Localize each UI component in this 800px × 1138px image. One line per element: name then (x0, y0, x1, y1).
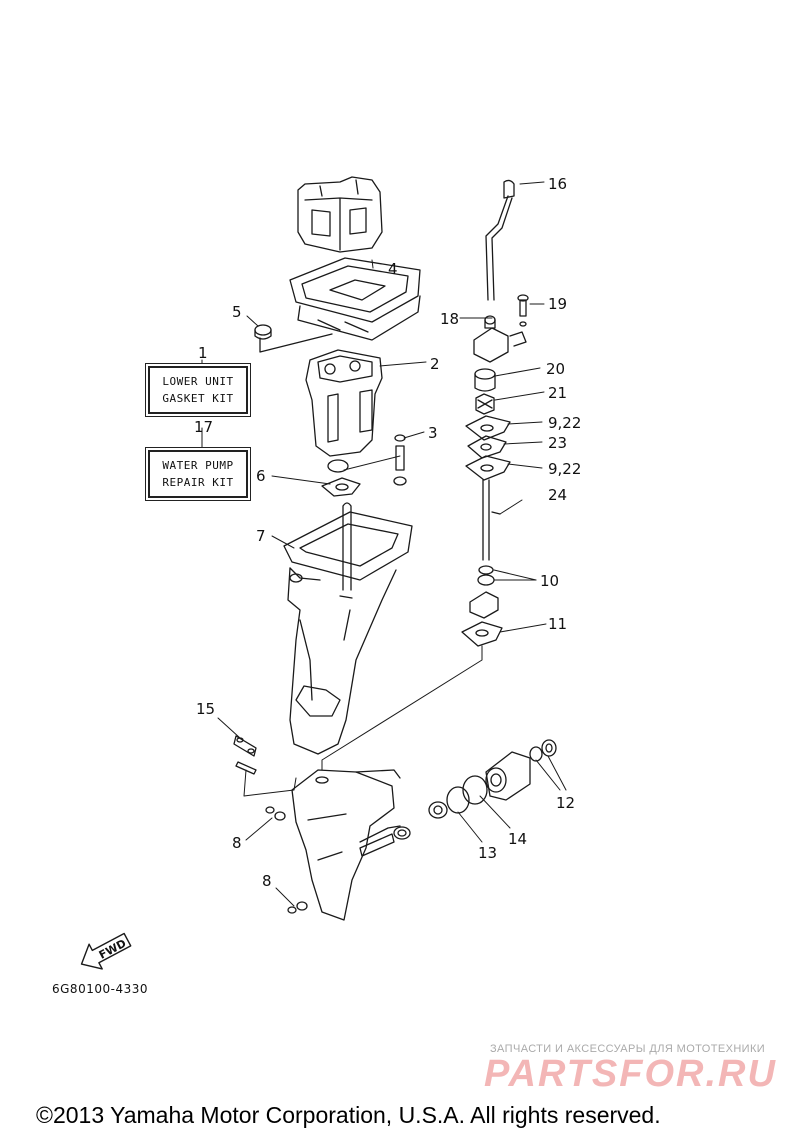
callout-19: 19 (548, 295, 567, 313)
drive-shaft-housing-drawing (283, 502, 413, 755)
callout-4: 4 (388, 260, 398, 278)
callout-10: 10 (540, 572, 559, 590)
kit-line-1: LOWER UNIT (162, 375, 234, 388)
callout-9-22-lower: 9,22 (548, 460, 581, 478)
gasket-plate-drawing (289, 257, 421, 341)
callout-21: 21 (548, 384, 567, 402)
callout-15: 15 (196, 700, 215, 718)
water-pump-assembly-drawing (461, 179, 529, 647)
lower-unit-gasket-kit-box: LOWER UNIT GASKET KIT (148, 366, 248, 414)
callout-2: 2 (430, 355, 440, 373)
callout-5: 5 (232, 303, 242, 321)
callout-11: 11 (548, 615, 567, 633)
callout-3: 3 (428, 424, 438, 442)
callout-12: 12 (556, 794, 575, 812)
callout-9-22-upper: 9,22 (548, 414, 581, 432)
part-5-drawing (254, 324, 333, 353)
watermark-logo: PARTSFOR.RU (484, 1053, 777, 1095)
kit-line-2: REPAIR KIT (162, 476, 234, 489)
propeller-shaft-drawing (359, 739, 557, 857)
kit-line-1: WATER PUMP (162, 459, 234, 472)
callout-13: 13 (478, 844, 497, 862)
callout-18: 18 (440, 310, 459, 328)
diagram-code: 6G80100-4330 (52, 982, 148, 996)
callout-14: 14 (508, 830, 527, 848)
callout-6: 6 (256, 467, 266, 485)
callout-17: 17 (194, 418, 213, 436)
kit-line-2: GASKET KIT (162, 392, 234, 405)
leader-lines (201, 181, 567, 907)
fwd-label: FWD (97, 937, 129, 962)
callout-23: 23 (548, 434, 567, 452)
part-6-drawing (321, 459, 361, 497)
copyright-notice: ©2013 Yamaha Motor Corporation, U.S.A. A… (36, 1102, 661, 1128)
callout-labels: 1 2 3 4 5 6 7 8 8 9,22 9,22 10 11 12 13 … (194, 175, 581, 890)
fwd-arrow-icon: FWD (80, 932, 132, 970)
water-pump-repair-kit-box: WATER PUMP REPAIR KIT (148, 450, 248, 498)
callout-7: 7 (256, 527, 266, 545)
watermark-tagline: ЗАПЧАСТИ И АКСЕССУАРЫ ДЛЯ МОТОТЕХНИКИ (490, 1043, 766, 1055)
lower-casing-drawing (291, 769, 401, 921)
callout-1: 1 (198, 344, 208, 362)
upper-casing-drawing (297, 176, 383, 253)
part-3-drawing (393, 434, 407, 486)
assembly-guide-lines (243, 455, 483, 797)
callout-8-lower: 8 (262, 872, 272, 890)
part-8-lower-drawing (287, 901, 308, 914)
callout-8-upper: 8 (232, 834, 242, 852)
part-8-upper-drawing (265, 806, 286, 821)
callout-16: 16 (548, 175, 567, 193)
part-15-drawing (233, 735, 257, 775)
callout-20: 20 (546, 360, 565, 378)
exhaust-guide-drawing (305, 349, 383, 457)
callout-24: 24 (548, 486, 567, 504)
